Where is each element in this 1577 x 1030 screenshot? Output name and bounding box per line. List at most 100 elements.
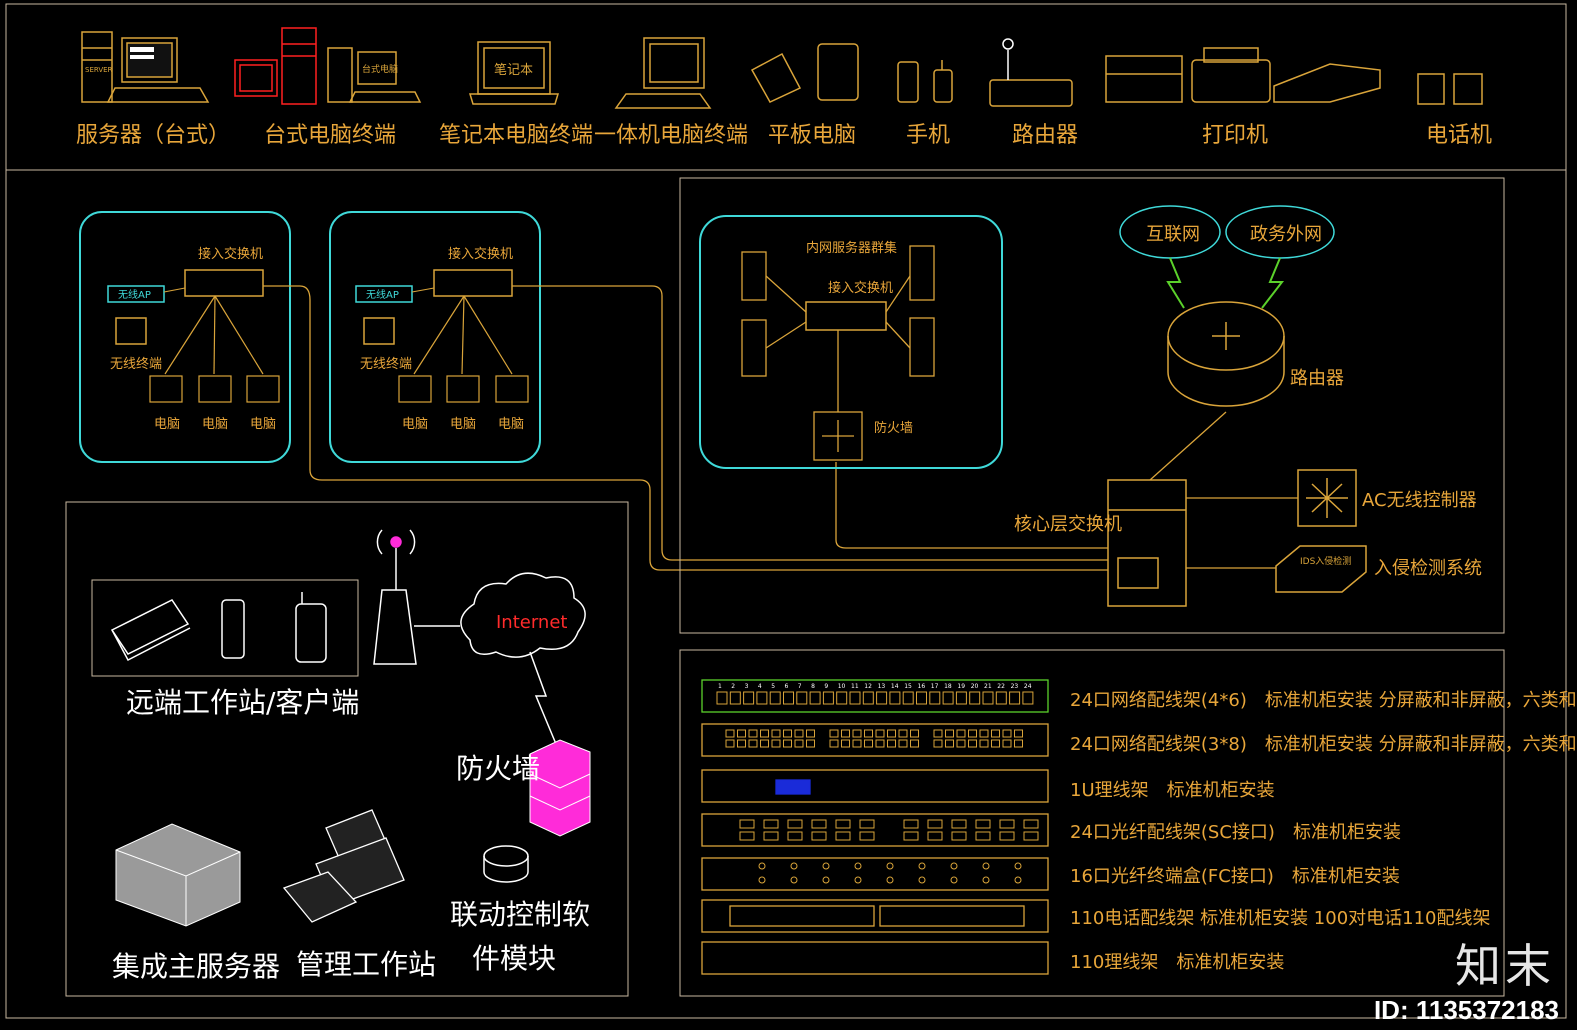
legend-aio-label: 一体机电脑终端	[594, 123, 748, 148]
lan2-wireless-label: 无线终端	[360, 356, 412, 372]
port-jack	[1002, 729, 1012, 738]
laptop-tag: 笔记本	[494, 62, 533, 78]
linkage-software-icon	[483, 845, 529, 883]
lan1-pc1: 电脑	[154, 417, 180, 432]
fiber-port	[859, 831, 875, 841]
legend-server: SERVER	[81, 31, 210, 103]
port-jack	[1022, 691, 1034, 705]
panel-row5-label: 16口光纤终端盒(FC接口) 标准机柜安装	[1070, 866, 1400, 887]
legend-server-label: 服务器（台式）	[76, 123, 230, 148]
port-jack	[864, 729, 873, 738]
port-jack	[979, 739, 989, 748]
remote-internet-cloud: Internet	[460, 572, 586, 745]
port-jack	[875, 729, 885, 738]
fiber-port	[739, 819, 755, 829]
legend-desktop: 台式电脑	[234, 27, 422, 105]
port-jack	[748, 729, 758, 738]
legend-printer-label: 打印机	[1202, 123, 1268, 148]
desktop-tag: 台式电脑	[362, 63, 398, 75]
port-jack	[991, 739, 1000, 748]
port-number: 20	[971, 683, 979, 690]
fiber-port	[787, 819, 803, 829]
port-jack	[737, 739, 746, 748]
core-switch	[1107, 479, 1187, 607]
fiber-port	[1023, 819, 1039, 829]
port-number: 5	[771, 683, 775, 690]
port-jack	[956, 729, 966, 738]
fc-port	[758, 876, 766, 884]
port-number: 1	[718, 683, 722, 690]
fiber-port	[951, 831, 967, 841]
port-jack	[898, 729, 908, 738]
fiber-port	[927, 819, 943, 829]
fc-port	[886, 876, 894, 884]
port-jack	[822, 691, 834, 705]
fiber-port	[787, 831, 803, 841]
port-number: 24	[1024, 683, 1032, 690]
lan1-ap-label: 无线AP	[118, 288, 151, 301]
port-number: 15	[904, 683, 912, 690]
port-number: 21	[984, 683, 992, 690]
port-jack	[743, 691, 755, 705]
port-number: 18	[944, 683, 952, 690]
fc-port	[758, 862, 766, 870]
port-jack	[760, 739, 769, 748]
legend-printer	[1105, 47, 1381, 103]
fc-port	[1014, 862, 1022, 870]
fc-port	[950, 876, 958, 884]
fc-port	[950, 862, 958, 870]
port-jack	[982, 691, 994, 705]
port-jack	[796, 691, 808, 705]
panel-port-grid	[716, 691, 1039, 884]
fiber-port	[999, 819, 1015, 829]
core-router	[1167, 301, 1285, 407]
port-jack	[760, 729, 769, 738]
fiber-port	[811, 819, 827, 829]
lan-group-1: 接入交换机 无线AP 无线终端 电脑 电脑 电脑	[79, 211, 291, 463]
port-jack	[942, 691, 954, 705]
fc-port	[790, 876, 798, 884]
port-jack	[725, 729, 735, 738]
fc-port	[1014, 876, 1022, 884]
port-number: 22	[997, 683, 1005, 690]
internet-label: 互联网	[1146, 224, 1200, 245]
legend-desktop-label: 台式电脑终端	[264, 123, 396, 148]
remote-wireless-tower	[373, 529, 460, 665]
fc-port	[982, 876, 990, 884]
core-switch-label: 核心层交换机	[1014, 514, 1122, 535]
port-jack	[969, 691, 981, 705]
port-number: 4	[758, 683, 762, 690]
ids-tag: IDS入侵检测	[1300, 555, 1351, 567]
port-jack	[737, 729, 746, 738]
fiber-port	[975, 831, 991, 841]
port-jack	[887, 739, 896, 748]
port-jack	[864, 739, 873, 748]
port-jack	[769, 691, 781, 705]
port-jack	[875, 739, 885, 748]
gov-network-label: 政务外网	[1250, 224, 1322, 245]
port-jack	[836, 691, 848, 705]
fiber-port	[903, 831, 919, 841]
remote-frame	[65, 501, 629, 997]
port-jack	[794, 739, 804, 748]
port-number: 2	[731, 683, 735, 690]
lan2-pc2: 电脑	[450, 417, 476, 432]
core-router-label: 路由器	[1290, 368, 1344, 389]
fc-port	[822, 862, 830, 870]
port-jack	[829, 739, 839, 748]
fiber-port	[739, 831, 755, 841]
legend-tablet	[750, 43, 859, 103]
legend-router	[989, 38, 1073, 107]
port-number: 6	[785, 683, 789, 690]
port-jack	[1014, 729, 1023, 738]
port-jack	[887, 729, 896, 738]
fiber-port	[975, 819, 991, 829]
remote-internet-label: Internet	[496, 612, 567, 633]
lan2-ap-label: 无线AP	[366, 288, 399, 301]
fc-port	[918, 876, 926, 884]
port-jack	[725, 739, 735, 748]
panel-frame	[679, 649, 1505, 997]
fc-port	[790, 862, 798, 870]
port-jack	[756, 691, 768, 705]
